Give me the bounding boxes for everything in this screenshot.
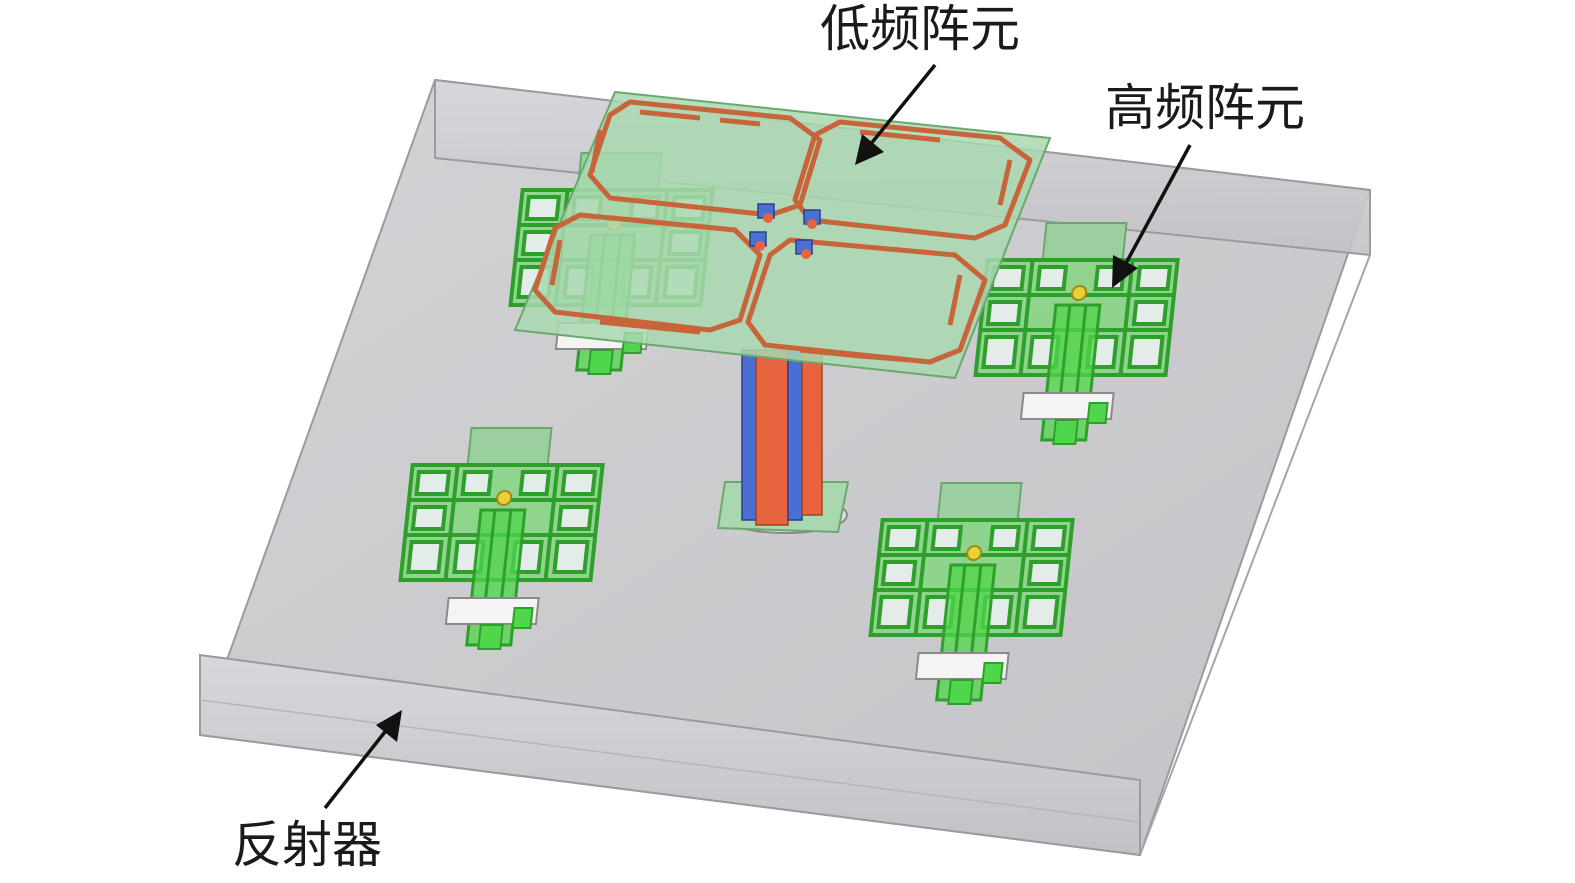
arrow-high-freq <box>1112 144 1192 288</box>
label-low-freq-element: 低频阵元 <box>820 0 1020 58</box>
label-reflector: 反射器 <box>232 816 382 874</box>
label-high-freq-element: 高频阵元 <box>1105 79 1305 137</box>
arrow-reflector <box>323 710 402 810</box>
low-freq-feed <box>749 203 821 259</box>
arrow-low-freq <box>855 63 937 165</box>
low-freq-board <box>513 90 1052 380</box>
low-freq-stem <box>716 349 850 534</box>
